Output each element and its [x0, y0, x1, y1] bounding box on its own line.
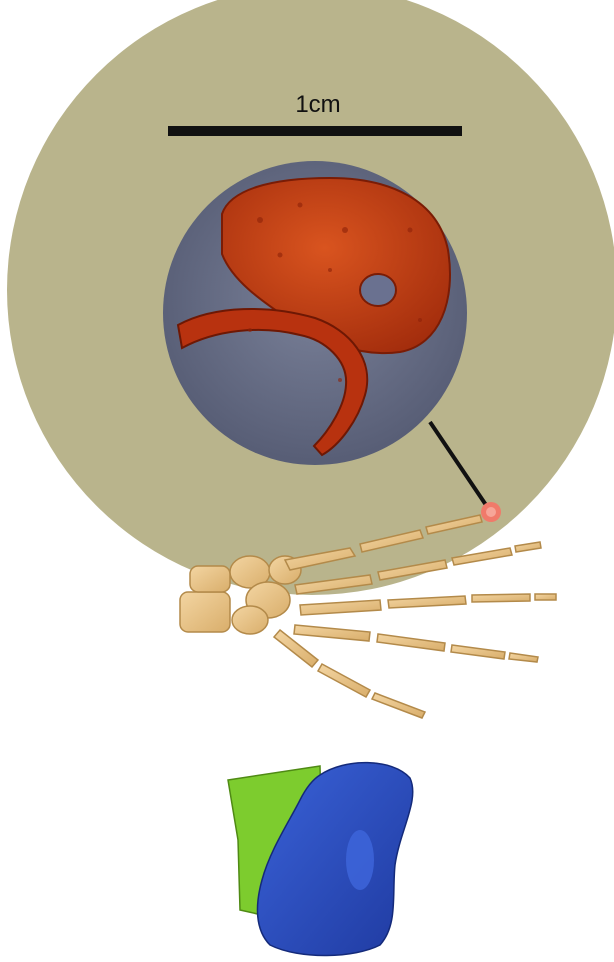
scale-bar [168, 126, 462, 136]
bone-canal [360, 274, 396, 306]
microscopy-inset [163, 161, 467, 465]
bone-3d-model [228, 763, 413, 956]
scale-bar-label: 1cm [295, 91, 340, 118]
